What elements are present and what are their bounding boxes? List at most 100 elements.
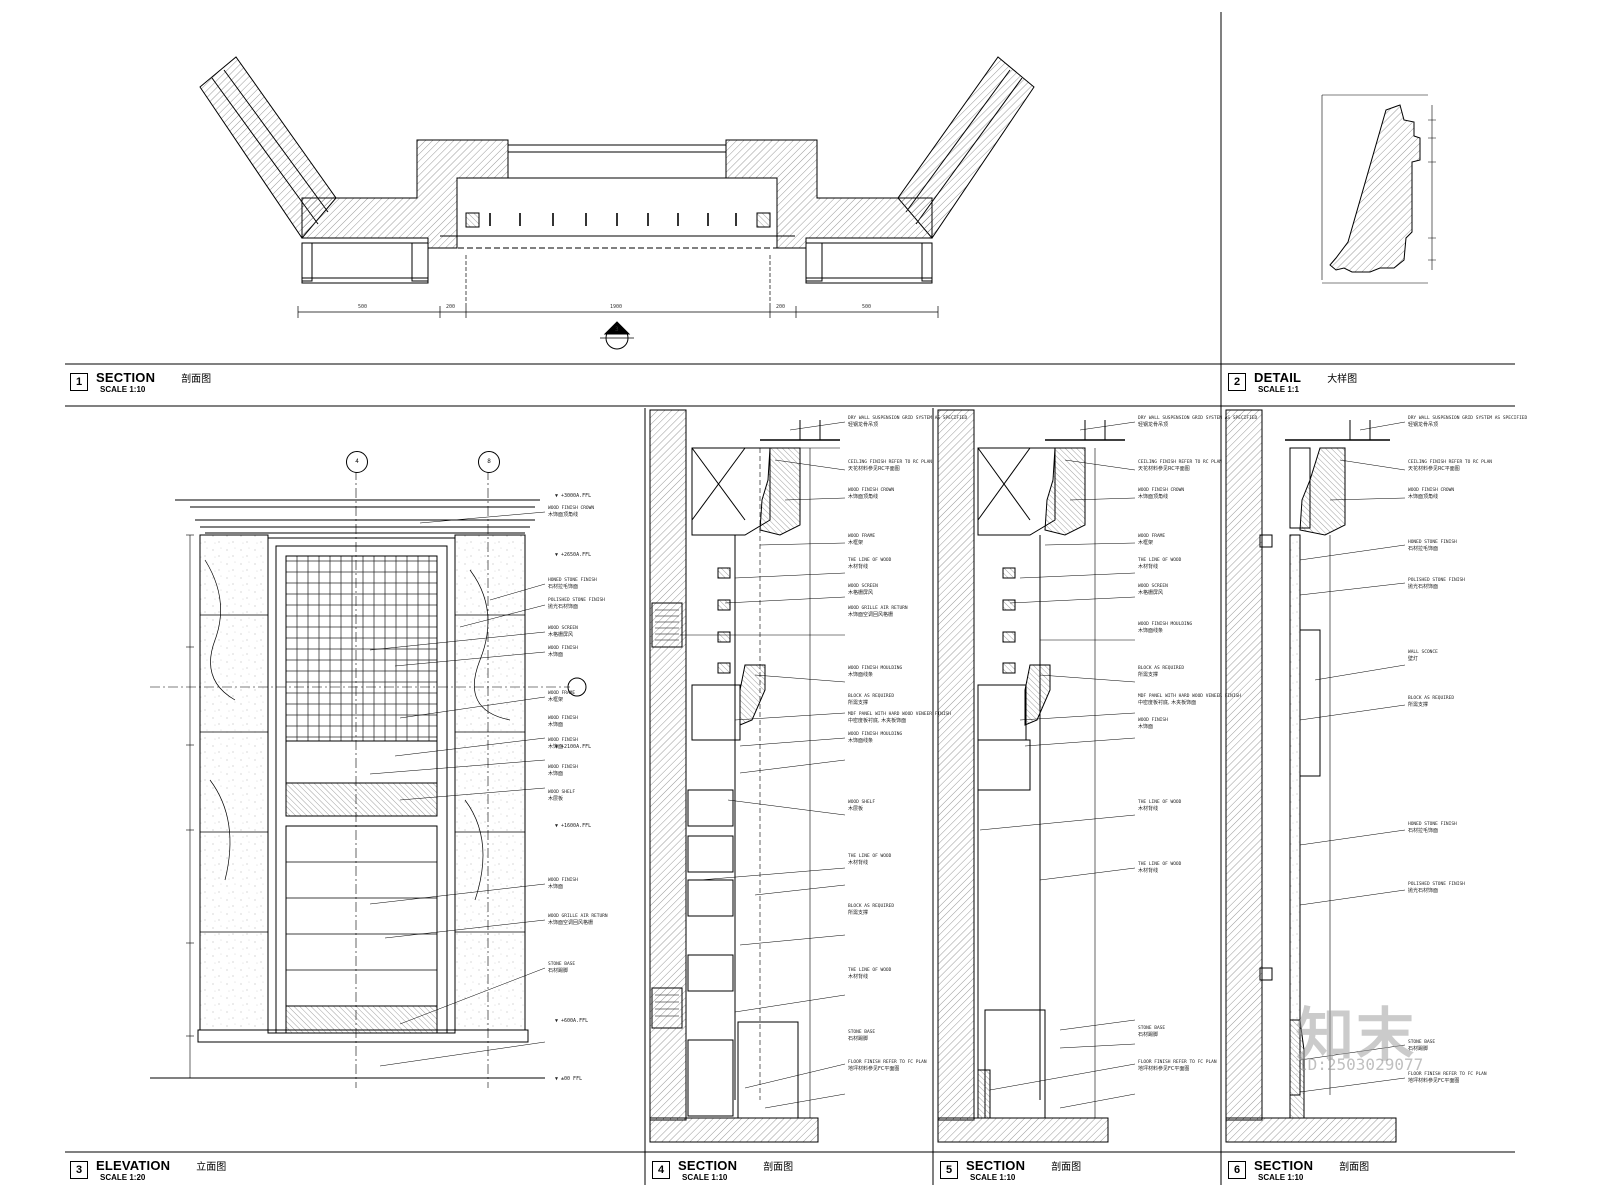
annotation-note-en: WOOD GRILLE AIR RETURN (548, 914, 608, 919)
annotation-note-cn: 木饰面 (548, 771, 564, 777)
annotation-note-en: CEILING FINISH REFER TO RC PLAN (1408, 460, 1492, 465)
annotation-note-en: POLISHED STONE FINISH (548, 598, 605, 603)
section-marker-label: 3 (615, 326, 619, 333)
annotation-note-cn: 木饰面 (548, 884, 564, 890)
section-4-drawing (649, 409, 846, 1143)
annotation-note-cn: 石材踢脚 (548, 968, 569, 974)
annotation-note-cn: 木框架 (548, 697, 564, 703)
panel-title: SECTION (96, 370, 156, 385)
annotation-note-cn: 木材背线 (848, 860, 869, 866)
annotation-note-en: WOOD FINISH (548, 878, 578, 883)
annotation-note-cn: 木饰面顶角线 (1408, 494, 1439, 500)
dim-label: 500 (358, 304, 368, 310)
panel-title-cn: 剖面图 (763, 1162, 794, 1173)
annotation-note-cn: 木饰面线条 (1138, 628, 1164, 634)
panel-title: SECTION (678, 1158, 738, 1173)
annotation-note-cn: 木饰面 (548, 744, 564, 750)
annotation-note-en: FLOOR FINISH REFER TO FC PLAN (1408, 1072, 1487, 1077)
annotation-note-cn: 中密度板衬底, 木夹板饰面 (1138, 700, 1197, 706)
panel-scale: SCALE 1:1 (1258, 385, 1299, 394)
level-mark: ▼ +2100A.FFL (555, 744, 592, 750)
annotation-note-en: WOOD FINISH CROWN (1138, 488, 1185, 493)
annotation-note-cn: 木框架 (848, 540, 864, 546)
panel-number: 5 (940, 1161, 958, 1179)
annotation-note-cn: 天花材料参见RC平面图 (1408, 466, 1460, 472)
annotation-note-cn: 木格栅屏风 (1138, 590, 1164, 596)
panel-title: ELEVATION (96, 1158, 171, 1173)
annotation-note-en: THE LINE OF WOOD (1138, 800, 1182, 805)
annotation-note-cn: 木层板 (848, 806, 864, 812)
annotation-note-en: CEILING FINISH REFER TO RC PLAN (848, 460, 932, 465)
annotation-note-cn: 石材踢脚 (848, 1036, 869, 1042)
annotation-note-en: WOOD SHELF (548, 790, 576, 795)
annotation-note-cn: 木饰面线条 (848, 672, 874, 678)
watermark-id: ID:2503029077 (1298, 1055, 1424, 1074)
annotation-note-en: WOOD FINISH (1138, 718, 1168, 723)
annotation-note-en: WOOD FINISH CROWN (848, 488, 895, 493)
dim-label: 1900 (610, 304, 623, 310)
annotation-note-en: POLISHED STONE FINISH (1408, 578, 1465, 583)
annotation-note-cn: 地坪材料参见FC平面图 (1138, 1066, 1190, 1072)
annotation-note-cn: 所需支撑 (1138, 672, 1159, 678)
panel-title-cn: 剖面图 (181, 374, 212, 385)
annotation-note-cn: 木饰面 (548, 722, 564, 728)
annotation-note-en: HONED STONE FINISH (548, 578, 597, 583)
annotation-note-en: WOOD FINISH CROWN (1408, 488, 1455, 493)
annotation-note-en: HONED STONE FINISH (1408, 822, 1457, 827)
panel-scale: SCALE 1:10 (100, 385, 146, 394)
panel-title-cn: 剖面图 (1339, 1162, 1370, 1173)
annotation-note-cn: 地坪材料参见FC平面图 (848, 1066, 900, 1072)
annotation-note-en: BLOCK AS REQUIRED (1408, 696, 1455, 701)
section-5-drawing (937, 409, 1136, 1143)
level-mark: ▼ +3000A.FFL (555, 493, 592, 499)
annotation-note: DRY WALL SUSPENSION GRID SYSTEM AS SPECI… (848, 416, 967, 428)
annotation-note-en: WOOD FINISH (548, 738, 578, 743)
annotation-note-cn: 木材背线 (848, 974, 869, 980)
annotation-note-cn: 木饰面顶角线 (1138, 494, 1169, 500)
annotation-note-en: POLISHED STONE FINISH (1408, 882, 1465, 887)
annotation-note-en: WOOD SCREEN (548, 626, 578, 631)
annotation-note-en: STONE BASE (548, 962, 576, 967)
annotation-note-en: STONE BASE (1408, 1040, 1436, 1045)
annotation-note-cn: 木格栅屏风 (548, 632, 574, 638)
annotation-note-en: THE LINE OF WOOD (848, 558, 892, 563)
annotation-note-en: BLOCK AS REQUIRED (848, 694, 895, 699)
annotation-note-en: THE LINE OF WOOD (1138, 558, 1182, 563)
panel-number: 2 (1228, 373, 1246, 391)
annotation-note-cn: 轻钢龙骨吊顶 (1408, 422, 1439, 428)
annotation-note-cn: 木材背线 (1138, 806, 1159, 812)
annotation-note-cn: 所需支撑 (848, 910, 869, 916)
panel-title: SECTION (1254, 1158, 1314, 1173)
grid-bubble: 8 (478, 451, 500, 473)
panel-scale: SCALE 1:20 (100, 1173, 146, 1182)
annotation-note-en: WOOD SHELF (848, 800, 876, 805)
annotation-note-cn: 石材拉毛饰面 (1408, 828, 1439, 834)
